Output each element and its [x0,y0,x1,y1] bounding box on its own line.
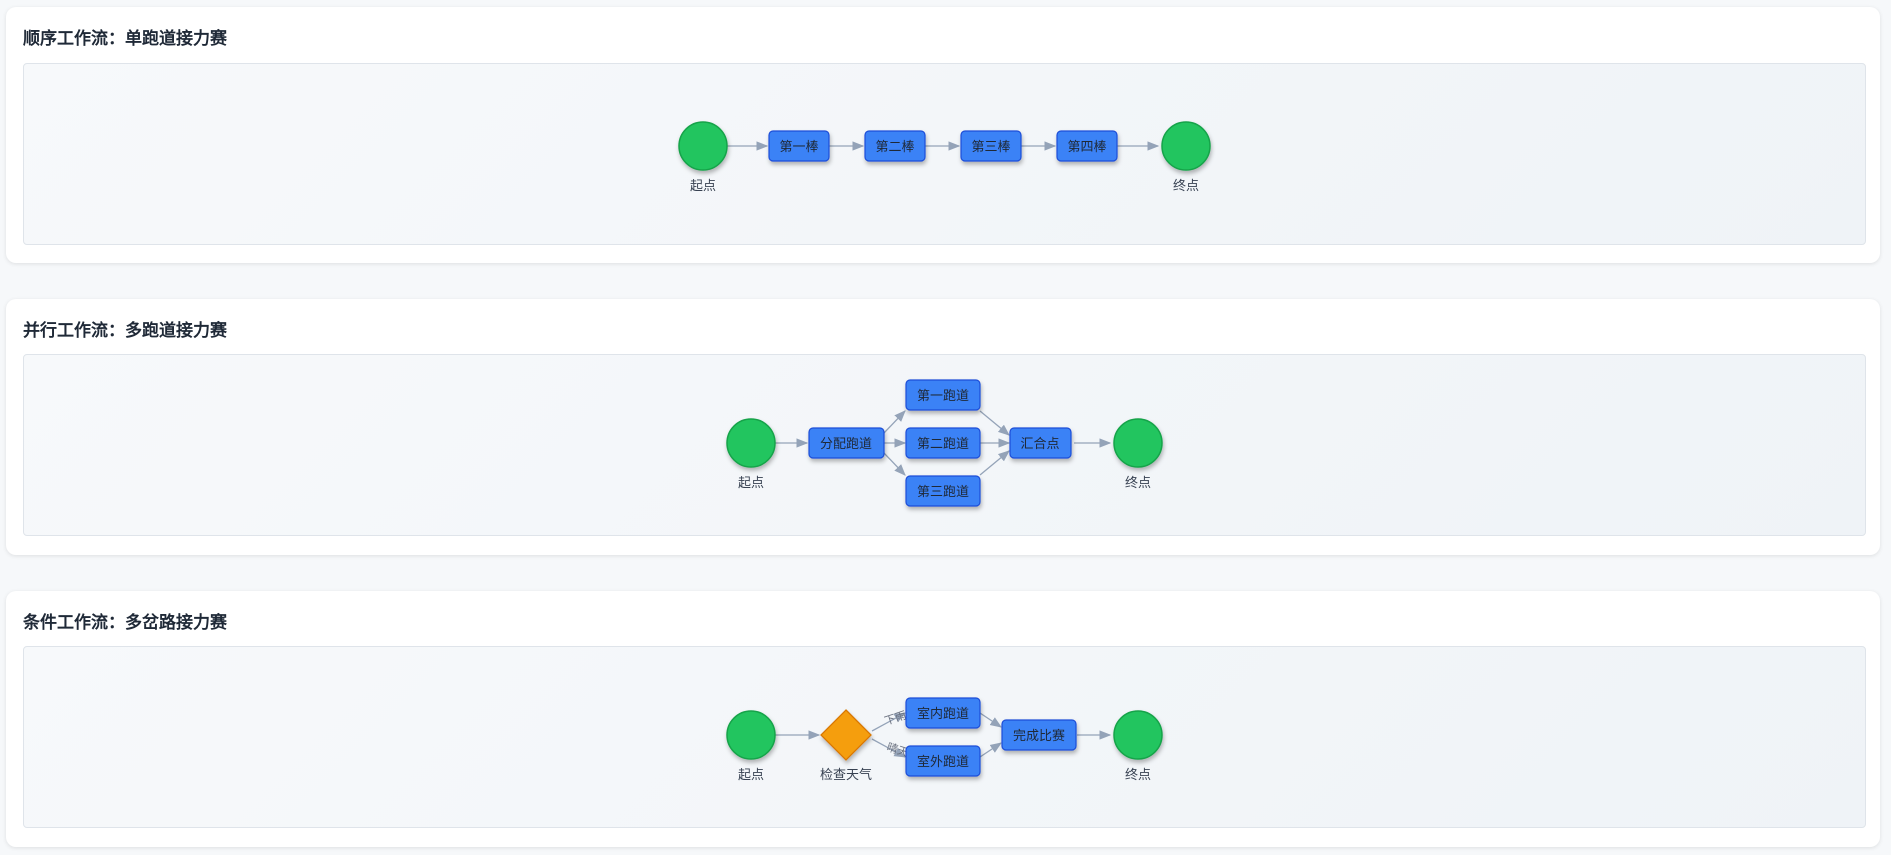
parallel-diagram-canvas: 起点 分配跑道 第一跑道 第二跑道 第三跑道 汇合点 [23,354,1866,536]
lane3-label: 第三跑道 [917,485,969,500]
edge-lane3-merge [979,450,1010,476]
leg3-node[interactable]: 第三棒 [960,130,1022,162]
edge-lane1-merge [979,410,1010,436]
edges [775,410,1112,476]
merge-label: 汇合点 [1020,437,1059,452]
assign-lanes-label: 分配跑道 [820,437,872,452]
start-node[interactable]: 起点 [726,710,776,783]
leg2-node[interactable]: 第二棒 [864,130,926,162]
edge-outdoor-finish [979,742,1002,758]
finish-race-node[interactable]: 完成比赛 [1001,719,1077,751]
start-node-label: 起点 [738,476,764,491]
sequential-workflow-title: 顺序工作流：单跑道接力赛 [23,29,227,49]
end-node-label: 终点 [1173,178,1199,194]
lane2-label: 第二跑道 [917,437,969,452]
leg4-node[interactable]: 第四棒 [1056,130,1118,162]
leg2-label: 第二棒 [875,140,914,155]
finish-race-label: 完成比赛 [1013,728,1065,744]
outdoor-track-label: 室外跑道 [917,754,969,770]
lane3-node[interactable]: 第三跑道 [905,475,981,507]
leg4-label: 第四棒 [1067,140,1106,155]
edge-label-rain: 下雨 [883,709,908,728]
parallel-workflow-card: 并行工作流：多跑道接力赛 [6,299,1880,555]
conditional-diagram: 下雨 晴天 起点 检查天气 室内跑道 室外跑道 完成比赛 [726,697,1163,783]
check-weather-label: 检查天气 [820,767,872,783]
leg1-node[interactable]: 第一棒 [768,130,830,162]
indoor-track-node[interactable]: 室内跑道 [905,697,981,729]
edge-check-indoor [871,712,907,732]
conditional-diagram-canvas: 下雨 晴天 起点 检查天气 室内跑道 室外跑道 完成比赛 [23,646,1866,828]
sequential-diagram: 起点 第一棒 第二棒 第三棒 第四棒 终点 [678,121,1211,194]
lane1-node[interactable]: 第一跑道 [905,379,981,411]
start-node[interactable]: 起点 [678,121,728,194]
leg1-label: 第一棒 [779,140,818,155]
start-node[interactable]: 起点 [726,418,776,491]
end-node[interactable]: 终点 [1113,710,1163,783]
parallel-workflow-title: 并行工作流：多跑道接力赛 [23,321,227,341]
edges [775,712,1112,758]
end-node[interactable]: 终点 [1113,418,1163,491]
merge-node[interactable]: 汇合点 [1009,427,1072,459]
start-node-label: 起点 [690,179,716,194]
start-node-label: 起点 [738,768,764,783]
outdoor-track-node[interactable]: 室外跑道 [905,745,981,777]
end-node-label: 终点 [1125,767,1151,783]
end-node-label: 终点 [1125,475,1151,491]
assign-lanes-node[interactable]: 分配跑道 [808,427,885,459]
sequential-workflow-card: 顺序工作流：单跑道接力赛 起点 [6,7,1880,263]
indoor-track-label: 室内跑道 [917,706,969,722]
end-node[interactable]: 终点 [1161,121,1211,194]
conditional-workflow-title: 条件工作流：多岔路接力赛 [23,613,227,633]
edge-assign-lane1 [883,410,906,434]
sequential-diagram-canvas: 起点 第一棒 第二棒 第三棒 第四棒 终点 [23,63,1866,245]
check-weather-decision[interactable]: 检查天气 [820,709,872,783]
conditional-workflow-card: 条件工作流：多岔路接力赛 下雨 晴天 [6,591,1880,847]
parallel-diagram: 起点 分配跑道 第一跑道 第二跑道 第三跑道 汇合点 [726,379,1163,507]
edge-indoor-finish [979,712,1002,728]
edge-assign-lane3 [883,452,906,476]
lane2-node[interactable]: 第二跑道 [905,427,981,459]
edge-check-outdoor [871,738,907,758]
leg3-label: 第三棒 [971,140,1010,155]
edge-label-sunny: 晴天 [885,740,910,759]
lane1-label: 第一跑道 [917,389,969,404]
